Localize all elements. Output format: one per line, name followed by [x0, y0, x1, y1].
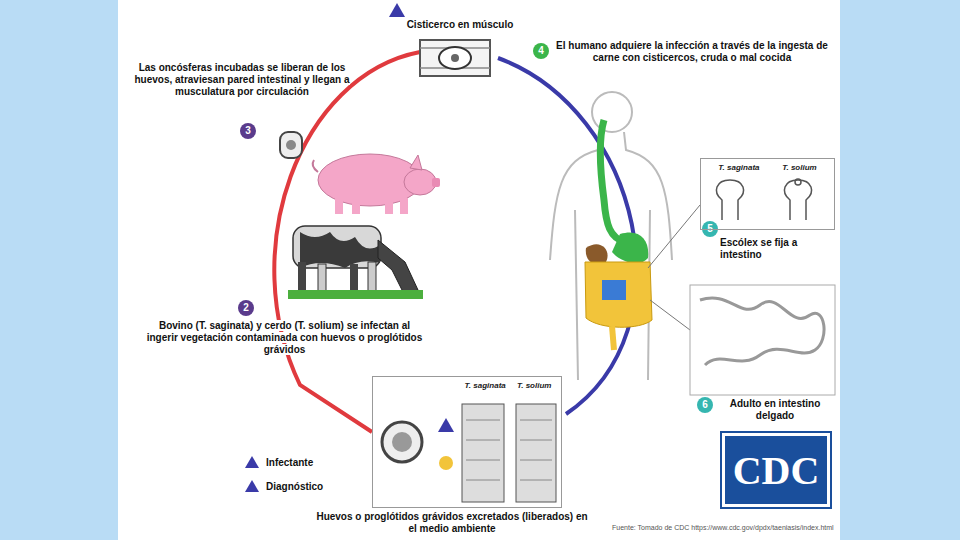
oncosphere-core: [286, 140, 296, 150]
column-header: T. saginata: [718, 163, 759, 172]
figure-panel: T. saginata T. solium: [700, 158, 835, 230]
step-caption: Huevos o proglótidos grávidos excretados…: [312, 511, 592, 535]
callout-number: 2: [238, 300, 254, 316]
cycle-arc-blue: [498, 58, 637, 414]
cysticercus-core: [451, 54, 459, 62]
callout-number: 3: [240, 123, 256, 139]
callout-number: 5: [702, 221, 718, 237]
caption-text: Adulto en intestino delgado: [730, 398, 821, 421]
oncosphere-icon: [280, 132, 302, 158]
column-header: T. saginata: [465, 381, 506, 390]
legend-triangle: [244, 455, 260, 469]
caption-text: Las oncósferas incubadas se liberan de l…: [134, 62, 349, 97]
cdc-logo: CDC: [722, 433, 830, 507]
step-caption: Cisticerco en músculo: [395, 19, 525, 31]
callout-number: 4: [533, 43, 549, 59]
legend-text: Diagnóstico: [266, 481, 323, 492]
infective-triangle: [438, 418, 454, 432]
step-caption: El humano adquiere la infección a través…: [552, 40, 832, 64]
step-caption: Adulto en intestino delgado: [716, 398, 834, 422]
muscle-icon: [420, 40, 490, 76]
caption-text: Huevos o proglótidos grávidos excretados…: [316, 511, 587, 534]
muscle-fibres: [420, 48, 490, 68]
proglottids: [462, 404, 556, 502]
leader-line: [648, 205, 700, 268]
logo-text: CDC: [733, 447, 820, 494]
caption-text: Fuente: Tomado de CDC https://www.cdc.go…: [612, 524, 834, 531]
legend-entry: Infectante: [244, 455, 313, 469]
egg: [382, 422, 422, 462]
callout-number: 6: [697, 397, 713, 413]
column-header: T. solium: [782, 163, 817, 172]
cysticercus: [439, 47, 471, 69]
adult-worm-panel: [690, 285, 835, 395]
diagnostic-dot: [439, 456, 453, 470]
cow: [288, 226, 423, 299]
legend-triangle: [244, 479, 260, 493]
step-caption: Fuente: Tomado de CDC https://www.cdc.go…: [612, 524, 932, 532]
figure-panel: T. saginata T. solium: [372, 376, 562, 508]
scolex-drawings: [716, 179, 811, 220]
caption-text: Escólex se fija a intestino: [720, 237, 797, 260]
pig: [313, 154, 440, 214]
legend-entry: Diagnóstico: [244, 479, 323, 493]
leader-line: [650, 300, 690, 330]
human-figure: [550, 92, 672, 380]
step-caption: Escólex se fija a intestino: [720, 237, 838, 261]
step-caption: Las oncósferas incubadas se liberan de l…: [122, 62, 362, 98]
adult-worm: [700, 298, 824, 365]
caption-text: Bovino (T. saginata) y cerdo (T. solium)…: [147, 320, 423, 355]
cycle-arc-red: [274, 52, 420, 432]
caption-text: El humano adquiere la infección a través…: [556, 40, 828, 63]
column-header: T. solium: [517, 381, 552, 390]
step-caption: Bovino (T. saginata) y cerdo (T. solium)…: [142, 320, 427, 356]
legend-text: Infectante: [266, 457, 313, 468]
infective-triangle: [389, 3, 405, 17]
caption-text: Cisticerco en músculo: [407, 19, 514, 30]
egg-embryo: [392, 432, 412, 452]
